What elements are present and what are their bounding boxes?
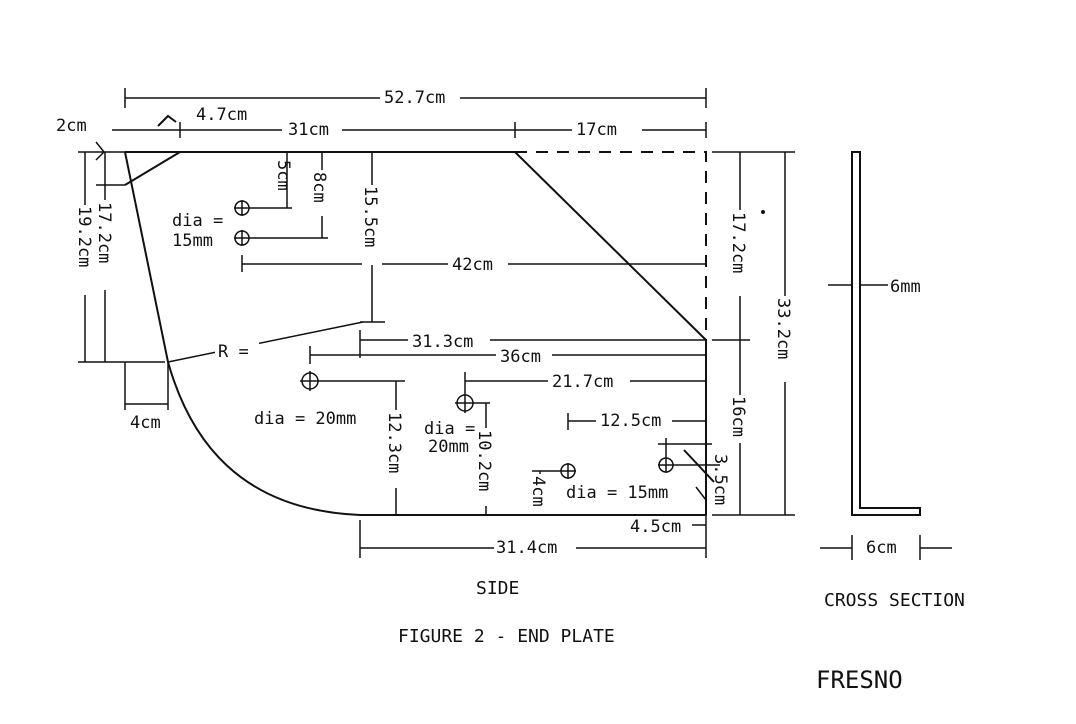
dimension-labels: 52.7cm 4.7cm 2cm 31cm 17cm 17.2cm 19.2cm… <box>56 86 921 559</box>
label-dia-20mm-mid-a: dia = <box>424 419 475 439</box>
label-dia-15mm-a: dia = <box>172 211 223 231</box>
dim-hole-5: 5cm <box>273 160 293 191</box>
dim-left-height-a: 17.2cm <box>94 202 114 263</box>
plate-outline <box>124 151 707 516</box>
label-dia-20mm-mid-b: 20mm <box>428 437 469 457</box>
dim-right-lower: 16cm <box>728 396 748 437</box>
caption-side: SIDE <box>476 578 519 599</box>
hole-20mm-left <box>300 371 320 391</box>
dim-bevel-drop: 2cm <box>56 116 87 136</box>
dim-top-dashed: 17cm <box>576 120 617 140</box>
hole-15mm-bottom-right <box>658 457 674 473</box>
dim-right-total: 33.2cm <box>773 298 793 359</box>
label-dia-15mm-b: 15mm <box>172 231 213 251</box>
dim-left-4: 4cm <box>130 413 161 433</box>
dim-b-4: 4cm <box>528 476 548 507</box>
label-dia-15mm-bottom: dia = 15mm <box>566 483 668 503</box>
dim-r-36: 36cm <box>500 347 541 367</box>
dim-hole-42: 42cm <box>452 255 493 275</box>
dim-bevel-width: 4.7cm <box>196 105 247 125</box>
dim-top-flat: 31cm <box>288 120 329 140</box>
dim-r-12-5: 12.5cm <box>600 411 661 431</box>
label-radius: R = <box>218 342 249 362</box>
cross-section-profile <box>820 151 952 560</box>
dim-r-21-7: 21.7cm <box>552 372 613 392</box>
hole-15mm-lower <box>234 230 250 246</box>
dim-overall-width: 52.7cm <box>384 88 445 108</box>
dim-b-4-5: 4.5cm <box>630 517 681 537</box>
dim-flange: 6cm <box>866 538 897 558</box>
caption-figure: FIGURE 2 - END PLATE <box>398 626 615 647</box>
captions: SIDE CROSS SECTION FIGURE 2 - END PLATE … <box>398 578 965 694</box>
dim-hole-15-5: 15.5cm <box>360 186 380 247</box>
dim-left-height-b: 19.2cm <box>74 206 94 267</box>
dim-hole-8: 8cm <box>309 172 329 203</box>
caption-location: FRESNO <box>816 666 903 694</box>
dim-r-31-3: 31.3cm <box>412 332 473 352</box>
dim-bottom-width: 31.4cm <box>496 538 557 558</box>
hole-15mm-upper <box>234 200 250 216</box>
dim-r-3-5: 3.5cm <box>710 454 730 505</box>
dim-thickness: 6mm <box>890 277 921 297</box>
dim-b-12-3: 12.3cm <box>384 412 404 473</box>
caption-cross-section: CROSS SECTION <box>824 590 965 611</box>
dim-b-10-2: 10.2cm <box>474 430 494 491</box>
hole-15mm-bottom-mid <box>560 463 576 479</box>
dim-right-upper: 17.2cm <box>728 212 748 273</box>
mounting-holes <box>234 200 674 479</box>
label-dia-20mm-left: dia = 20mm <box>254 409 356 429</box>
hole-20mm-middle <box>455 393 475 413</box>
